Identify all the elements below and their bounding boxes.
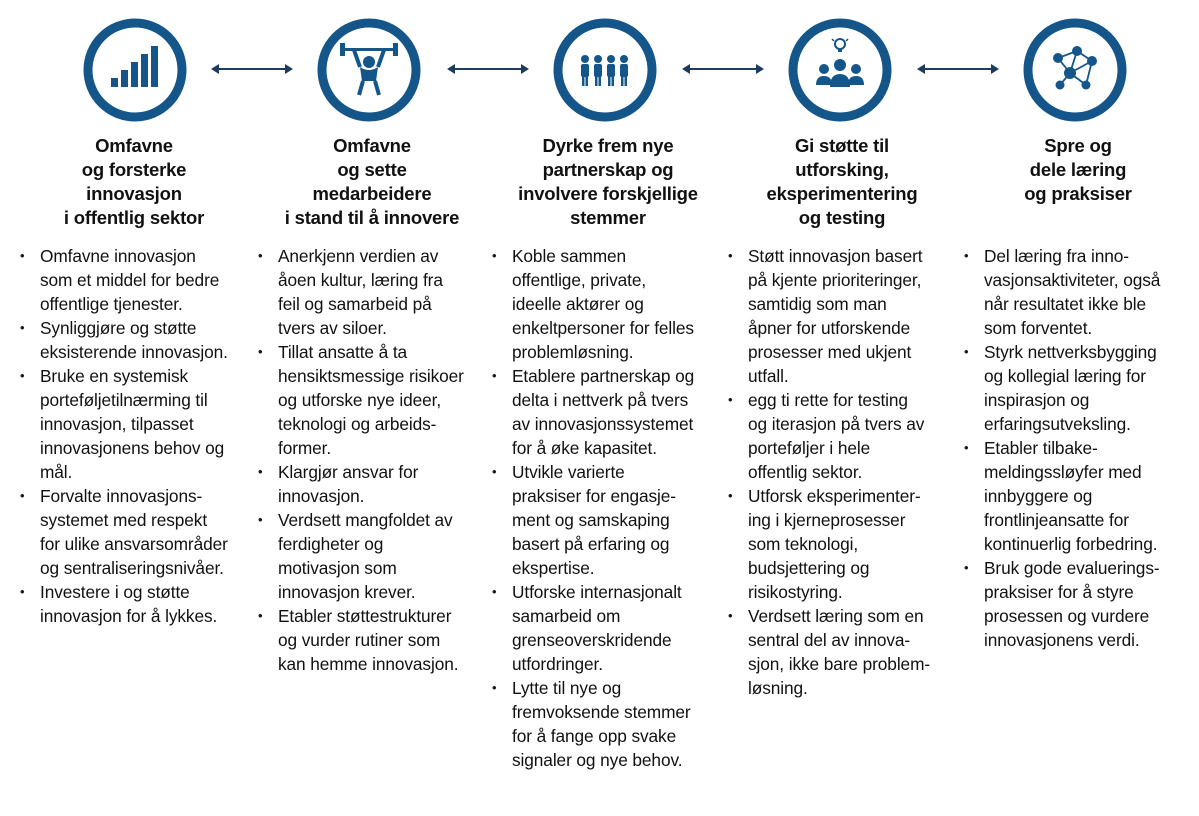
column-title: Omfavne og sette medarbeidere i stand ti… (284, 135, 460, 228)
bullet-icon: • (20, 248, 25, 263)
people-group-icon (552, 17, 658, 123)
list-item: •Omfavne innovasjon som et middel for be… (20, 246, 220, 314)
list-item: •egg ti rette for testing og iterasjon p… (728, 390, 925, 482)
column-5: Spre og dele læring og praksiser •Del læ… (962, 134, 1196, 650)
bullet-icon: • (20, 488, 25, 503)
double-arrow-icon (447, 62, 529, 76)
bullet-icon: • (258, 608, 263, 623)
list-item: •Etabler tilbake- meldingssløyfer med in… (964, 438, 1158, 554)
column-title: Spre og dele læring og praksiser (1024, 135, 1132, 204)
list-item: •Bruke en systemisk porteføljetilnærming… (20, 366, 225, 482)
list-item: •Utvikle varierte praksiser for engasje-… (492, 462, 676, 578)
bullet-icon: • (258, 512, 263, 527)
list-item: •Lytte til nye og fremvoksende stemmer f… (492, 678, 691, 770)
double-arrow-icon (211, 62, 293, 76)
list-item: •Etablere partnerskap og delta i nettver… (492, 366, 695, 458)
bullet-icon: • (492, 464, 497, 479)
bullet-icon: • (20, 320, 25, 335)
list-item: •Bruk gode evaluerings- praksiser for å … (964, 558, 1160, 650)
bullet-icon: • (728, 608, 733, 623)
bullet-icon: • (964, 440, 969, 455)
column-1: Omfavne og forsterke innovasjon i offent… (18, 134, 250, 626)
list-item: •Verdsett mangfoldet av ferdigheter og m… (258, 510, 453, 602)
column-title: Omfavne og forsterke innovasjon i offent… (63, 135, 205, 228)
bullet-icon: • (492, 584, 497, 599)
column-title: Gi støtte til utforsking, eksperimenteri… (766, 135, 918, 228)
list-item: •Støtt innovasjon basert på kjente prior… (728, 246, 923, 386)
list-item: •Utforske internasjonalt samarbeid om gr… (492, 582, 682, 674)
bullet-list: •Støtt innovasjon basert på kjente prior… (726, 244, 930, 700)
bullet-icon: • (258, 344, 263, 359)
bullet-icon: • (258, 464, 263, 479)
bullet-icon: • (728, 488, 733, 503)
bullet-icon: • (964, 344, 969, 359)
bullet-icon: • (728, 248, 733, 263)
list-item: •Verdsett læring som en sentral del av i… (728, 606, 931, 698)
list-item: •Klargjør ansvar for innovasjon. (258, 462, 419, 506)
double-arrow-icon (917, 62, 999, 76)
list-item: •Utforsk eksperimenter- ing i kjernepros… (728, 486, 921, 602)
bullet-icon: • (20, 584, 25, 599)
column-3: Dyrke frem nye partnerskap og involvere … (490, 134, 726, 770)
bullet-icon: • (258, 248, 263, 263)
list-item: •Forvalte innovasjons- systemet med resp… (20, 486, 228, 578)
list-item: •Synliggjøre og støtte eksisterende inno… (20, 318, 228, 362)
bullet-icon: • (492, 368, 497, 383)
bullet-icon: • (492, 680, 497, 695)
bullet-icon: • (964, 560, 969, 575)
list-item: •Anerkjenn verdien av åoen kultur, lærin… (258, 246, 443, 338)
list-item: •Koble sammen offentlige, private, ideel… (492, 246, 694, 362)
bullet-icon: • (964, 248, 969, 263)
bullet-icon: • (20, 368, 25, 383)
list-item: •Tillat ansatte å ta hensiktsmessige ris… (258, 342, 464, 458)
list-item: •Investere i og støtte innovasjon for å … (20, 582, 218, 626)
team-idea-icon (787, 17, 893, 123)
bullet-icon: • (492, 248, 497, 263)
bullet-list: •Del læring fra inno- vasjonsaktiviteter… (962, 244, 1160, 652)
bullet-list: •Omfavne innovasjon som et middel for be… (18, 244, 228, 628)
double-arrow-icon (682, 62, 764, 76)
weightlifter-icon (316, 17, 422, 123)
list-item: •Etabler støttestrukturer og vurder ruti… (258, 606, 459, 674)
column-4: Gi støtte til utforsking, eksperimenteri… (726, 134, 962, 698)
column-2: Omfavne og sette medarbeidere i stand ti… (256, 134, 488, 674)
list-item: •Del læring fra inno- vasjonsaktiviteter… (964, 246, 1161, 338)
bullet-icon: • (728, 392, 733, 407)
column-title: Dyrke frem nye partnerskap og involvere … (518, 135, 698, 228)
bullet-list: •Koble sammen offentlige, private, ideel… (490, 244, 694, 772)
bar-chart-icon (82, 17, 188, 123)
bullet-list: •Anerkjenn verdien av åoen kultur, lærin… (256, 244, 464, 676)
icon-row (0, 0, 1199, 140)
list-item: •Styrk nettverksbygging og kollegial lær… (964, 342, 1157, 434)
network-icon (1022, 17, 1128, 123)
